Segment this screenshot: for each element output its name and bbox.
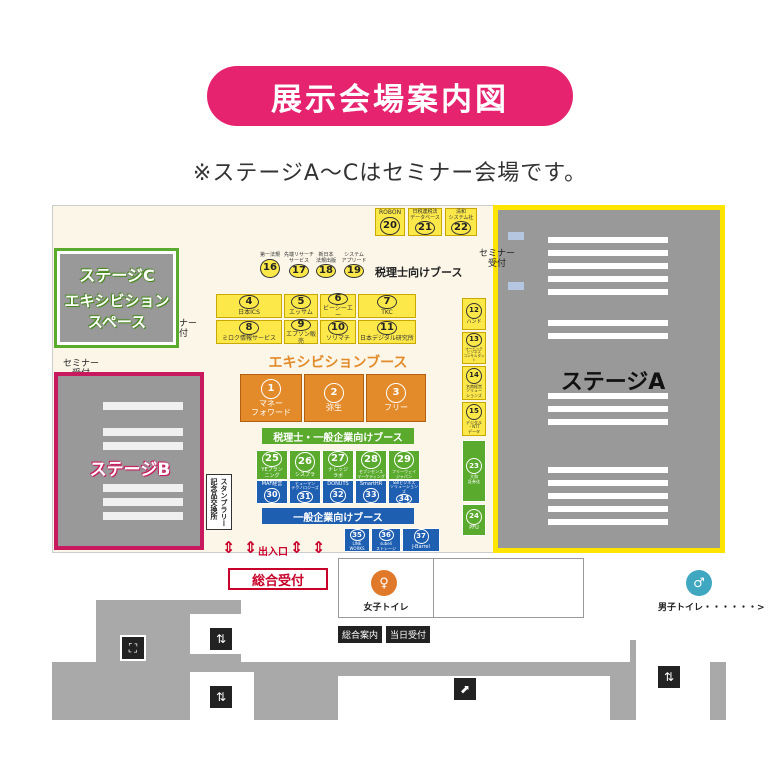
stage-a-area[interactable] xyxy=(493,205,725,553)
stage-a-seminar-reception: セミナー 受付 xyxy=(478,249,515,269)
entrance-arrow-1: ⇕ xyxy=(222,538,236,557)
main-reception[interactable]: 総合受付 xyxy=(228,568,328,590)
zone-general: 一般企業向けブース xyxy=(262,508,414,524)
stage-c-label-3: スペース xyxy=(87,313,147,331)
stage-b-area[interactable] xyxy=(54,372,204,550)
stamp-rally-exchange[interactable]: スタンプラリー 記念品交換所 xyxy=(206,474,232,530)
entrance-arrow-2: ⇕ xyxy=(244,538,258,557)
stage-a-label: ステージA xyxy=(560,370,666,395)
womens-toilet-label: 女子トイレ xyxy=(363,603,409,613)
elevator-icon: ⇅ xyxy=(208,684,234,710)
elevator-icon: ⇅ xyxy=(656,664,682,690)
info-desk-badge: 総合案内 xyxy=(338,626,383,643)
stage-c-label-2: エキシビション xyxy=(64,292,170,310)
same-day-reception-badge: 当日受付 xyxy=(386,626,431,643)
zone-tax-general: 税理士・一般企業向けブース xyxy=(262,428,414,444)
stage-b-label: ステージB xyxy=(89,460,171,480)
stair-area xyxy=(434,558,584,618)
stage-c-floor xyxy=(60,254,173,342)
page-subtitle: ※ステージA〜Cはセミナー会場です。 xyxy=(192,161,588,186)
male-icon: ♂ xyxy=(686,570,712,596)
mens-toilet-label: 男子トイレ・・・・・・> xyxy=(658,603,765,613)
escalator-icon: ⬈ xyxy=(452,676,478,702)
female-icon: ♀ xyxy=(371,570,397,596)
zone-tax-accountant: 税理士向けブース xyxy=(375,266,463,279)
page-title: 展示会場案内図 xyxy=(207,66,573,126)
zone-exhibition: エキシビションブース xyxy=(268,355,408,371)
entrance-arrow-3: ⇕ xyxy=(290,538,304,557)
elevator-icon: ⇅ xyxy=(208,626,234,652)
stage-c-label: ステージC xyxy=(79,266,155,285)
stairs-icon: ⛶ xyxy=(120,635,146,661)
entrance-arrow-4: ⇕ xyxy=(312,538,326,557)
womens-toilet-room xyxy=(338,558,434,618)
entrance-label: 出入口 xyxy=(258,547,288,558)
